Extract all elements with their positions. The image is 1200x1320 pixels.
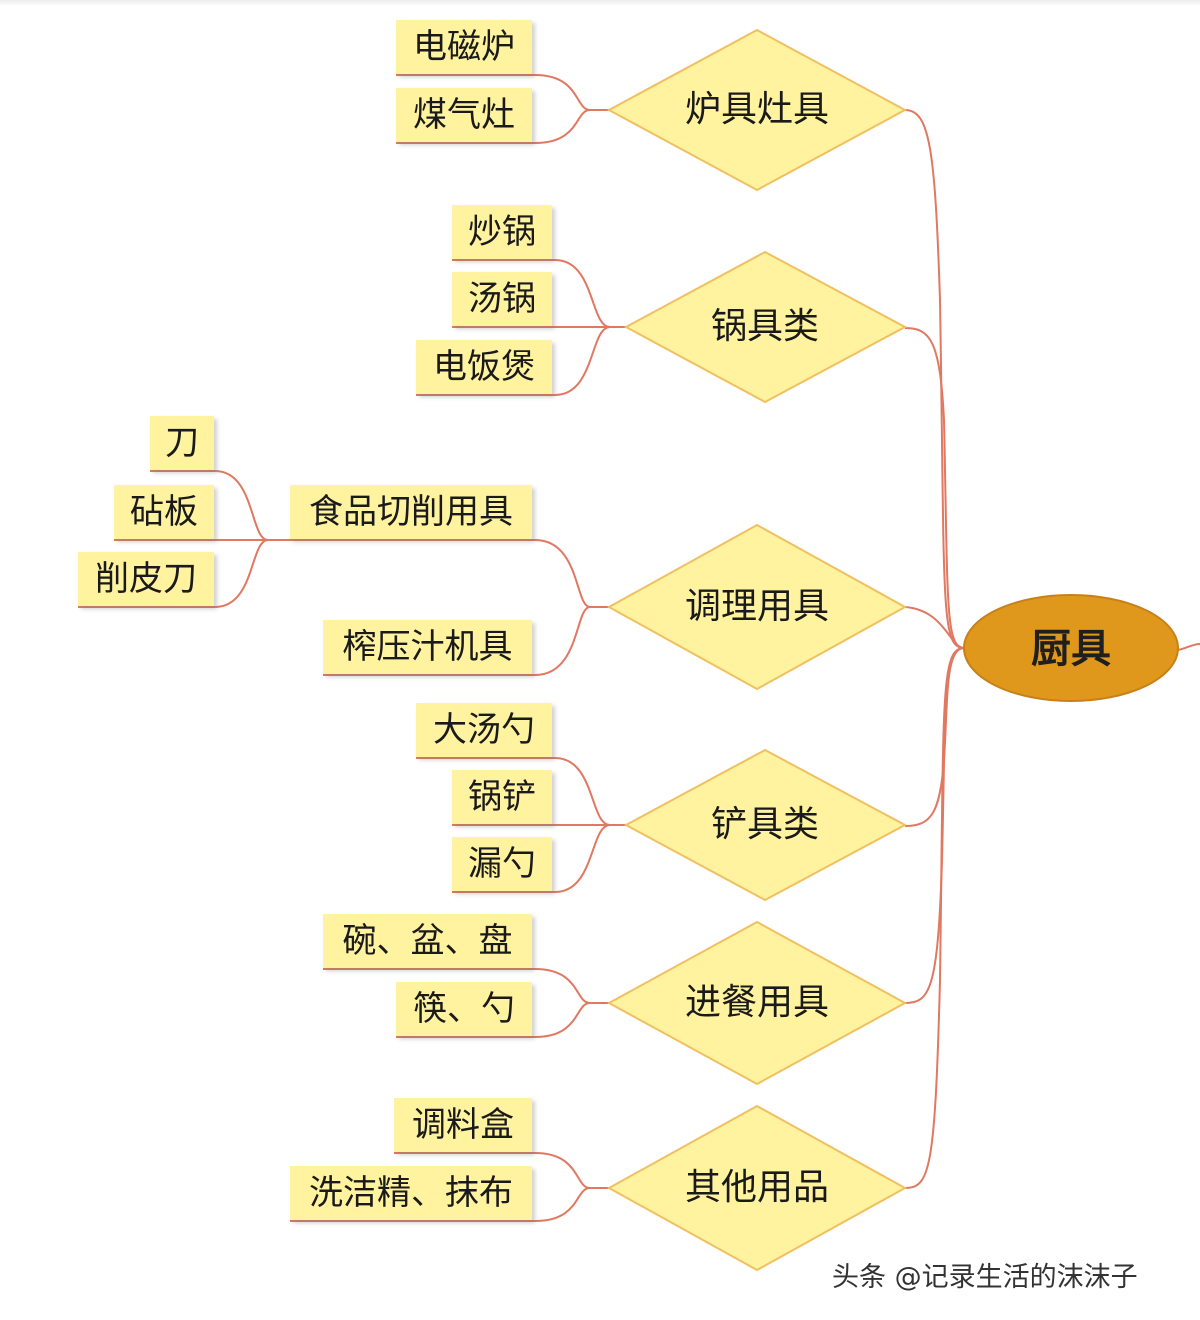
connector-root-branch-2	[904, 327, 965, 649]
branch-label-stoves: 炉具灶具	[684, 89, 829, 130]
leaf-food-cutting-tools: 食品切削用具	[290, 485, 532, 539]
connector-b6-l2	[290, 1187, 609, 1222]
root-connectors	[904, 109, 1200, 1189]
connector-b3-sub1	[268, 539, 609, 608]
top-edge	[0, 0, 1200, 6]
leaf-cutting-board: 砧板	[114, 485, 214, 539]
leaf-connectors	[78, 74, 626, 1222]
diamond-branch-5	[606, 920, 908, 1086]
leaf-peeler: 削皮刀	[78, 552, 214, 606]
connector-root-branch-1	[904, 109, 965, 649]
root-node	[963, 594, 1179, 702]
connector-root-branch-6	[904, 647, 965, 1189]
connector-b4-l3	[452, 824, 626, 893]
branch-label-pots: 锅具类	[710, 306, 819, 347]
connector-root-branch-3	[904, 606, 965, 649]
leaf-ladle: 大汤勺	[416, 703, 552, 757]
diamond-branch-1	[606, 28, 908, 192]
diamond-branch-2	[623, 250, 908, 404]
connector-b1-l2	[396, 109, 609, 144]
watermark: 头条 @记录生活的沫沫子	[832, 1262, 1138, 1293]
connector-b2-l3	[416, 326, 626, 396]
leaf-spice-box: 调料盒	[394, 1098, 532, 1152]
connector-b3-sub2	[323, 606, 609, 676]
leaf-juicer: 榨压汁机具	[323, 620, 532, 674]
connector-root-branch-4	[904, 647, 965, 827]
branch-label-spatulas: 铲具类	[710, 804, 819, 845]
connector-b5-l2	[396, 1002, 609, 1038]
branch-label-others: 其他用品	[684, 1167, 829, 1208]
connector-root-tail	[1177, 643, 1200, 651]
leaf-electric-stove: 电磁炉	[396, 20, 532, 74]
leaf-detergent-cloth: 洗洁精、抹布	[290, 1166, 532, 1220]
leaf-skimmer: 漏勺	[452, 837, 552, 891]
leaf-spatula: 锅铲	[452, 770, 552, 824]
leaf-rice-cooker: 电饭煲	[416, 340, 552, 394]
diamond-branch-4	[623, 748, 908, 902]
branch-label-prep-tools: 调理用具	[684, 586, 829, 627]
leaf-wok: 炒锅	[452, 205, 552, 259]
leaf-knife: 刀	[150, 416, 214, 470]
connector-sub1-l3	[78, 539, 269, 608]
branch-label-dining: 进餐用具	[684, 982, 829, 1023]
leaf-bowls-plates: 碗、盆、盘	[323, 914, 532, 968]
leaf-soup-pot: 汤锅	[452, 272, 552, 326]
leaf-gas-stove: 煤气灶	[396, 88, 532, 142]
connector-sub1-l1	[150, 470, 269, 541]
root-label: 厨具	[1031, 626, 1111, 672]
diamond-branch-6	[606, 1104, 908, 1272]
diamond-branch-3	[606, 523, 908, 691]
diamond-nodes	[606, 28, 908, 1272]
leaf-chopsticks-spoons: 筷、勺	[396, 982, 532, 1036]
